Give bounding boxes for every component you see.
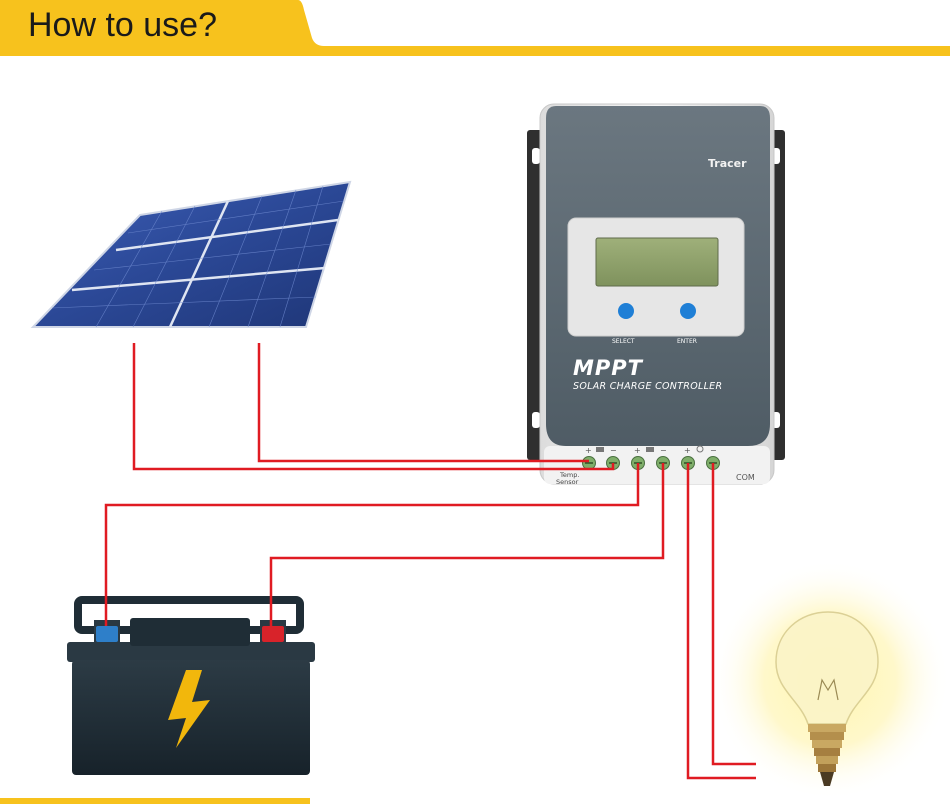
temp-sensor-label-line1: Temp.: [560, 471, 580, 479]
terminal-pv-positive: [582, 456, 596, 470]
load-bulb-symbol-icon: [696, 445, 704, 453]
load-minus-symbol: −: [710, 446, 717, 455]
light-bulb-icon: [710, 560, 950, 800]
battery-plus-symbol: +: [634, 446, 641, 455]
product-subtitle: SOLAR CHARGE CONTROLLER: [573, 381, 723, 392]
enter-button[interactable]: [680, 303, 696, 319]
wire-pv-right: [257, 343, 589, 463]
wire-battery-negative: [104, 463, 640, 626]
solar-panel-icon: [30, 180, 352, 328]
pv-minus-symbol: −: [610, 446, 617, 455]
pv-plus-symbol: +: [585, 446, 592, 455]
wire-load-positive: [686, 463, 756, 780]
page-title: How to use?: [28, 6, 217, 44]
wire-battery-positive: [269, 463, 665, 626]
bottom-accent-bar: [0, 798, 310, 804]
wire-load-negative: [711, 463, 756, 766]
battery-icon: [67, 596, 315, 775]
temp-sensor-label-line2: Sensor: [556, 478, 579, 486]
wire-pv-left: [132, 343, 615, 471]
model-label: MPPT: [573, 356, 644, 380]
terminal-block: + − + − + −: [582, 445, 720, 470]
com-label: COM: [736, 473, 755, 482]
brand-label: Tracer: [708, 157, 747, 170]
pv-symbol-icon: [596, 447, 604, 452]
header-banner: How to use?: [0, 0, 950, 56]
enter-label: ENTER: [677, 338, 697, 345]
banner-shape: [0, 0, 950, 56]
battery-minus-symbol: −: [660, 446, 667, 455]
solar-charge-controller: [527, 103, 785, 485]
wiring: [104, 343, 756, 780]
select-button[interactable]: [618, 303, 634, 319]
load-plus-symbol: +: [684, 446, 691, 455]
battery-symbol-icon: [646, 447, 654, 452]
select-label: SELECT: [612, 338, 635, 345]
